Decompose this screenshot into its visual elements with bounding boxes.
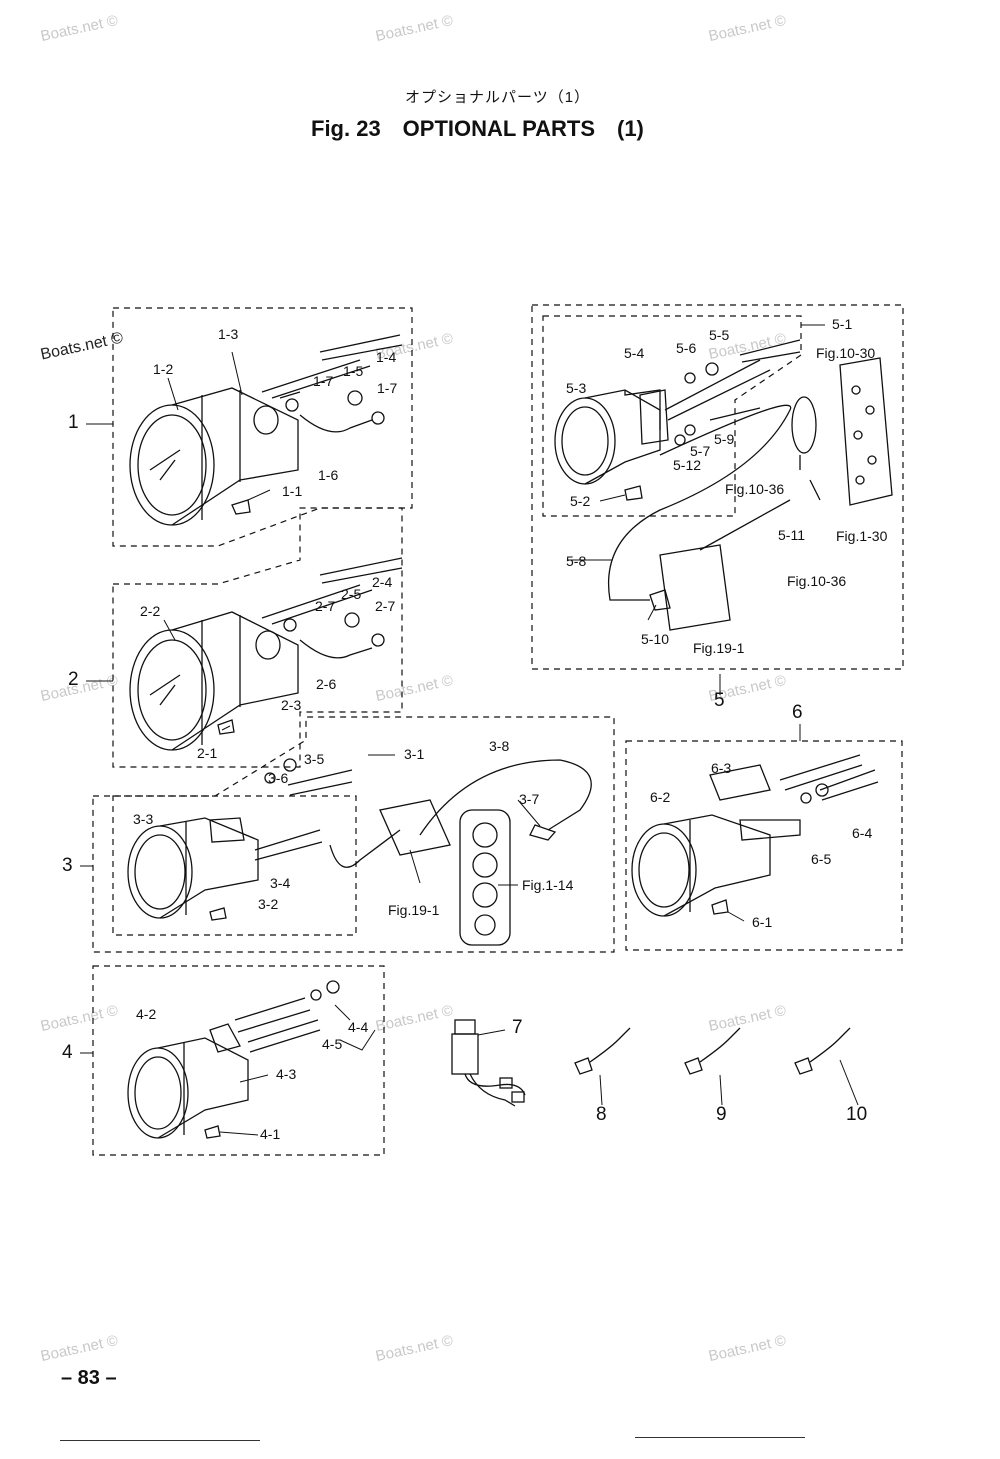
callout-3-2: 3-2	[258, 896, 279, 912]
callout-fig10-30: Fig.10-30	[816, 345, 876, 361]
callout-5-9: 5-9	[714, 431, 735, 447]
callout-3-4: 3-4	[270, 875, 291, 891]
callout-fig10-36b: Fig.10-36	[787, 573, 847, 589]
footer-rule	[60, 1440, 260, 1441]
callout-3-7: 3-7	[519, 791, 540, 807]
callout-fig10-36a: Fig.10-36	[725, 481, 785, 497]
group-number-4: 4	[62, 1042, 73, 1063]
japanese-title: オプショナルパーツ（1）	[405, 89, 591, 106]
callout-fig1-14: Fig.1-14	[522, 877, 574, 893]
callout-6-4: 6-4	[852, 825, 873, 841]
callout-2-5: 2-5	[341, 586, 362, 602]
group-number-10: 10	[846, 1104, 868, 1125]
callout-5-10: 5-10	[641, 631, 670, 647]
callout-1-3: 1-3	[218, 326, 239, 342]
callout-fig19-1a: Fig.19-1	[693, 640, 745, 656]
callout-5-2: 5-2	[570, 493, 591, 509]
callout-fig1-30: Fig.1-30	[836, 528, 888, 544]
callout-5-5: 5-5	[709, 327, 730, 343]
callout-1-7a: 1-7	[313, 373, 334, 389]
group-number-1: 1	[68, 412, 79, 433]
group-number-5: 5	[714, 690, 725, 711]
callout-1-7b: 1-7	[377, 380, 398, 396]
callout-5-12: 5-12	[673, 457, 702, 473]
callout-6-3: 6-3	[711, 760, 732, 776]
callout-fig19-1b: Fig.19-1	[388, 902, 440, 918]
callout-2-2: 2-2	[140, 603, 161, 619]
group-number-2: 2	[68, 669, 79, 690]
callout-5-8: 5-8	[566, 553, 587, 569]
group-number-6: 6	[792, 702, 803, 723]
callout-2-3: 2-3	[281, 697, 302, 713]
callout-1-4: 1-4	[376, 349, 397, 365]
callout-3-6: 3-6	[268, 770, 289, 786]
callout-5-1: 5-1	[832, 316, 853, 332]
callout-1-6: 1-6	[318, 467, 339, 483]
callout-2-4: 2-4	[372, 574, 393, 590]
callout-5-4: 5-4	[624, 345, 645, 361]
callout-5-3: 5-3	[566, 380, 587, 396]
group-number-3: 3	[62, 855, 73, 876]
callout-6-5: 6-5	[811, 851, 832, 867]
callout-5-11: 5-11	[778, 527, 805, 543]
callout-6-1: 6-1	[752, 914, 773, 930]
group-number-7: 7	[512, 1017, 523, 1038]
callout-1-5: 1-5	[343, 363, 364, 379]
callout-4-3: 4-3	[276, 1066, 297, 1082]
callout-4-1: 4-1	[260, 1126, 281, 1142]
callout-3-8: 3-8	[489, 738, 510, 754]
callout-2-7a: 2-7	[315, 598, 336, 614]
callout-3-3: 3-3	[133, 811, 154, 827]
callout-4-2: 4-2	[136, 1006, 157, 1022]
callout-3-1: 3-1	[404, 746, 425, 762]
callout-1-1: 1-1	[282, 483, 303, 499]
group-number-9: 9	[716, 1104, 727, 1125]
callout-4-4: 4-4	[348, 1019, 369, 1035]
callout-6-2: 6-2	[650, 789, 671, 805]
page-number: – 83 –	[61, 1367, 117, 1389]
callout-3-5: 3-5	[304, 751, 325, 767]
group-number-8: 8	[596, 1104, 607, 1125]
figure-title: Fig. 23 OPTIONAL PARTS (1)	[311, 116, 644, 141]
callout-2-7b: 2-7	[375, 598, 396, 614]
callout-2-1: 2-1	[197, 745, 218, 761]
callout-5-7: 5-7	[690, 443, 711, 459]
callout-5-6: 5-6	[676, 340, 697, 356]
callout-1-2: 1-2	[153, 361, 174, 377]
callout-2-6: 2-6	[316, 676, 337, 692]
footer-rule	[635, 1437, 805, 1438]
callout-4-5: 4-5	[322, 1036, 343, 1052]
